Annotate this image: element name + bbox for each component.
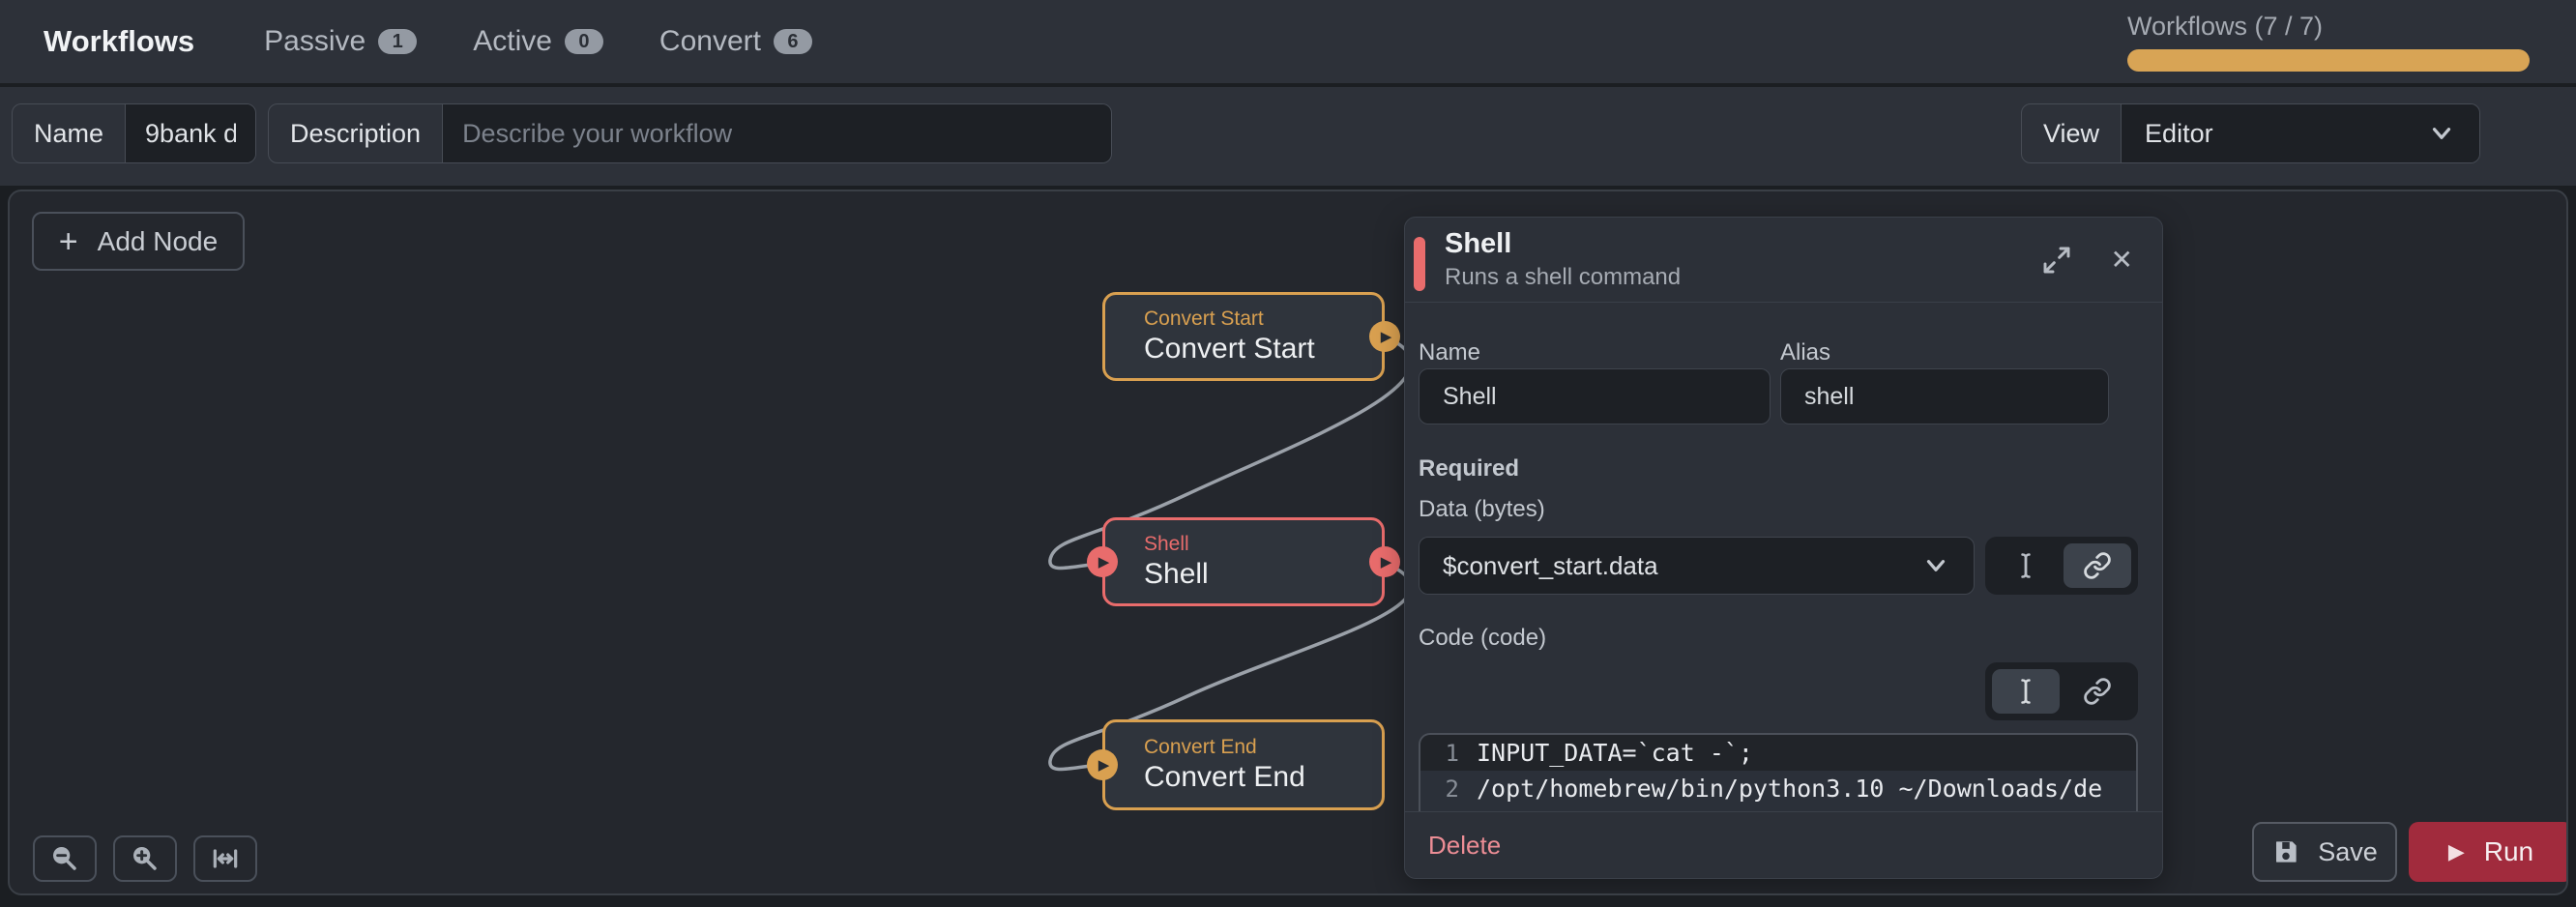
workflow-description-input[interactable] (443, 104, 1111, 162)
tab-active[interactable]: Active 0 (473, 25, 603, 58)
tab-convert-count-badge: 6 (773, 29, 812, 54)
play-icon: ▶ (1380, 554, 1392, 571)
tab-active-count-badge: 0 (564, 29, 603, 54)
panel-accent-bar (1414, 237, 1425, 291)
delete-node-button[interactable]: Delete (1428, 830, 1502, 860)
workflow-description-label: Description (269, 104, 444, 162)
workflow-tabs: Passive 1 Active 0 Convert 6 (264, 25, 812, 58)
node-title: Convert End (1144, 761, 1305, 793)
chevron-down-icon (2427, 119, 2456, 148)
zoom-out-icon (49, 843, 80, 874)
node-name-label: Name (1419, 339, 1481, 366)
workflows-counter-text: Workflows (7 / 7) (2127, 12, 2324, 41)
play-icon: ▶ (1098, 757, 1110, 774)
required-section-label: Required (1419, 455, 1520, 482)
tab-convert-label: Convert (659, 25, 761, 57)
play-icon: ▶ (1098, 554, 1110, 571)
node-alias-label: Alias (1780, 339, 1831, 366)
node-type-label: Convert End (1144, 736, 1257, 758)
node-title: Convert Start (1144, 333, 1315, 365)
data-input-mode-toggle (1985, 537, 2138, 595)
node-shell[interactable]: Shell Shell ▶ ▶ (1087, 517, 1400, 606)
zoom-in-icon (130, 843, 161, 874)
data-source-value: $convert_start.data (1443, 550, 1658, 580)
canvas-zoom-controls (33, 835, 257, 882)
workflow-name-label: Name (13, 104, 127, 162)
data-field-label: Data (bytes) (1419, 496, 1545, 522)
node-name-input[interactable] (1419, 368, 1771, 424)
text-input-mode-button[interactable] (1992, 543, 2060, 588)
run-label: Run (2483, 836, 2534, 866)
input-port[interactable]: ▶ (1087, 546, 1118, 577)
node-config-panel: Shell Runs a shell command ✕ Name Alias … (1404, 217, 2163, 879)
workflow-name-group: Name (12, 103, 256, 163)
node-convert-end[interactable]: Convert End Convert End ▶ (1087, 719, 1385, 810)
panel-subtitle: Runs a shell command (1445, 264, 1682, 290)
plus-icon: + (58, 222, 78, 260)
run-button[interactable]: ▶ Run (2409, 822, 2566, 882)
add-node-label: Add Node (97, 225, 219, 256)
play-icon: ▶ (1380, 329, 1392, 345)
view-mode-select[interactable]: Editor (2122, 104, 2479, 162)
app-title: Workflows (44, 24, 195, 58)
link-input-mode-button[interactable] (2064, 669, 2131, 714)
view-mode-value: Editor (2145, 118, 2213, 148)
line-number: 1 (1445, 739, 1459, 767)
expand-icon[interactable] (2041, 245, 2072, 276)
input-port[interactable]: ▶ (1087, 749, 1118, 780)
tab-convert[interactable]: Convert 6 (659, 25, 812, 58)
tab-passive-label: Passive (264, 25, 366, 57)
code-line: 1 INPUT_DATA=`cat -`; (1420, 735, 2136, 771)
workflow-toolbar: Name Description View Editor (0, 87, 2576, 186)
zoom-in-button[interactable] (113, 835, 177, 882)
tab-passive[interactable]: Passive 1 (264, 25, 418, 58)
edge-convert-start-to-shell (1048, 336, 1413, 571)
code-editor[interactable]: 1 INPUT_DATA=`cat -`; 2 /opt/homebrew/bi… (1419, 733, 2138, 813)
view-mode-group: View Editor (2021, 103, 2480, 163)
line-number: 2 (1445, 775, 1459, 803)
text-input-mode-button[interactable] (1992, 669, 2060, 714)
view-mode-label: View (2022, 104, 2122, 162)
code-text: /opt/homebrew/bin/python3.10 ~/Downloads… (1477, 775, 2103, 803)
code-input-mode-toggle (1985, 662, 2138, 720)
output-port[interactable]: ▶ (1369, 321, 1400, 352)
node-title: Shell (1144, 558, 1209, 590)
link-input-mode-button[interactable] (2064, 543, 2131, 588)
data-source-dropdown[interactable]: $convert_start.data (1419, 537, 1975, 595)
workflow-canvas[interactable]: + Add Node Convert Start Convert Start ▶… (8, 190, 2568, 895)
workflow-edges (1048, 336, 1413, 772)
tab-active-label: Active (473, 25, 552, 57)
panel-header: Shell Runs a shell command ✕ (1405, 218, 2162, 303)
output-port[interactable]: ▶ (1369, 546, 1400, 577)
play-icon: ▶ (2447, 839, 2465, 863)
node-type-label: Shell (1144, 533, 1189, 555)
save-button[interactable]: Save (2252, 822, 2397, 882)
panel-footer: Delete (1405, 811, 2162, 878)
panel-header-icons: ✕ (2041, 244, 2133, 276)
top-bar: Workflows Passive 1 Active 0 Convert 6 W… (0, 0, 2576, 83)
zoom-out-button[interactable] (33, 835, 97, 882)
workflows-progress-bar (2127, 49, 2530, 72)
chevron-down-icon (1921, 551, 1950, 580)
node-convert-start[interactable]: Convert Start Convert Start ▶ (1102, 292, 1400, 381)
code-text: INPUT_DATA=`cat -`; (1477, 739, 1753, 767)
workflow-description-group: Description (268, 103, 1112, 163)
tab-passive-count-badge: 1 (378, 29, 418, 54)
fit-width-icon (209, 843, 242, 874)
fit-width-button[interactable] (193, 835, 257, 882)
workflow-name-input[interactable] (126, 104, 255, 162)
panel-title: Shell (1445, 228, 1512, 259)
edge-shell-to-convert-end (1048, 562, 1413, 772)
node-type-label: Convert Start (1144, 307, 1264, 330)
close-icon[interactable]: ✕ (2110, 245, 2133, 275)
workflows-counter: Workflows (7 / 7) (2127, 12, 2530, 72)
code-field-label: Code (code) (1419, 625, 1547, 651)
code-line: 2 /opt/homebrew/bin/python3.10 ~/Downloa… (1420, 771, 2136, 806)
save-label: Save (2318, 836, 2378, 866)
node-alias-input[interactable] (1780, 368, 2109, 424)
panel-titles: Shell Runs a shell command (1445, 228, 1681, 291)
save-icon (2271, 837, 2300, 866)
add-node-button[interactable]: + Add Node (32, 212, 245, 271)
